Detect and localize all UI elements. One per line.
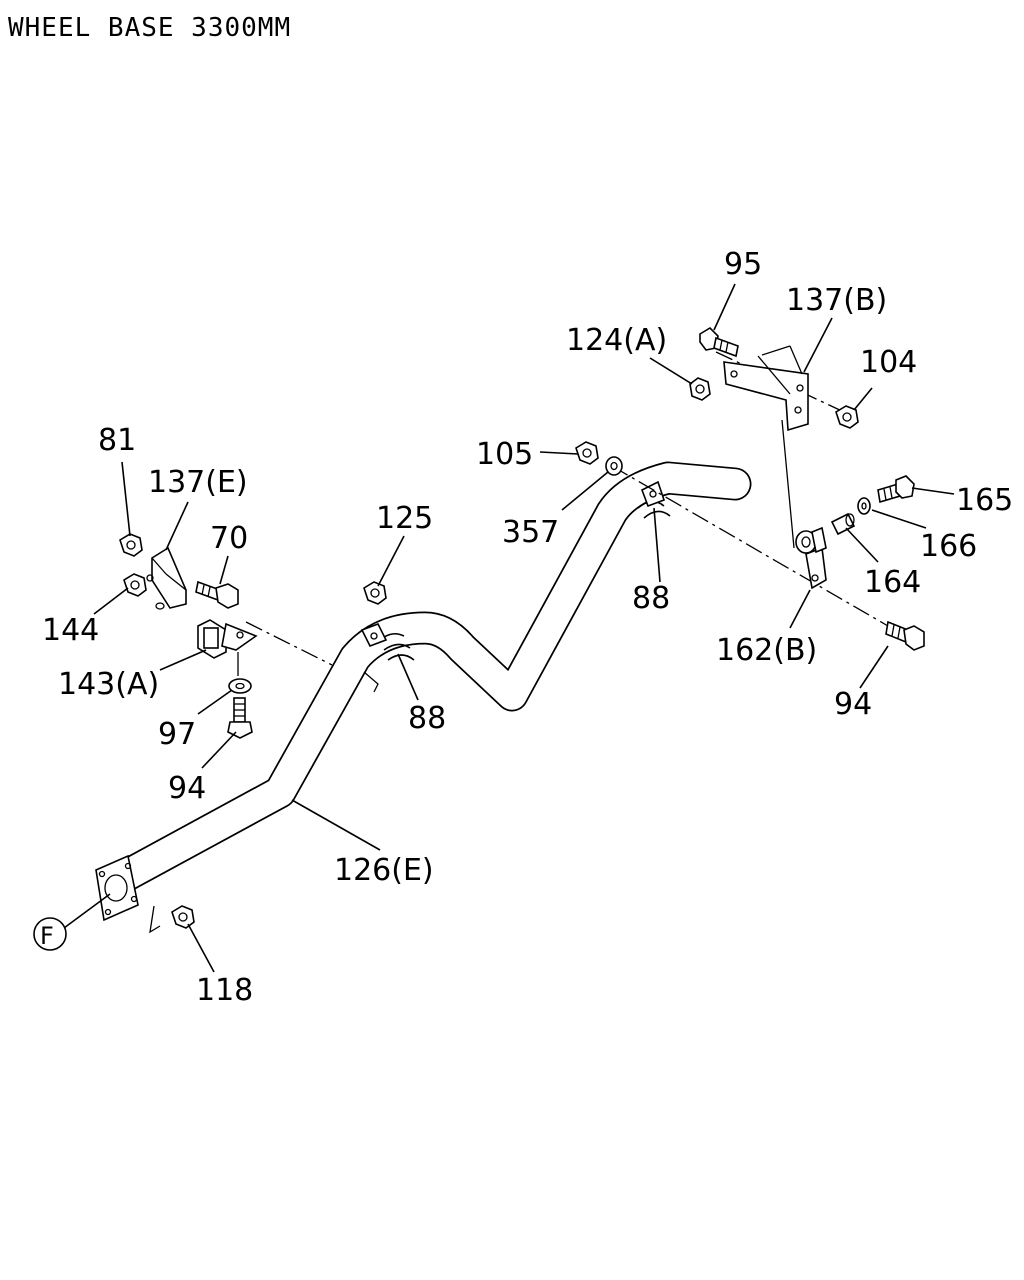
washer-166 bbox=[857, 497, 871, 515]
label-357: 357 bbox=[502, 515, 559, 550]
rubber-hanger-162b bbox=[795, 526, 827, 590]
nut-125 bbox=[363, 581, 387, 605]
nut-81 bbox=[119, 533, 143, 557]
label-164: 164 bbox=[864, 565, 921, 600]
nut-104 bbox=[835, 405, 859, 429]
nut-105 bbox=[575, 441, 599, 465]
nut-118 bbox=[171, 905, 195, 929]
label-137b: 137(B) bbox=[786, 283, 887, 318]
label-118: 118 bbox=[196, 973, 253, 1008]
label-166: 166 bbox=[920, 529, 977, 564]
label-97: 97 bbox=[158, 717, 196, 752]
label-165: 165 bbox=[956, 483, 1013, 518]
label-105: 105 bbox=[476, 437, 533, 472]
label-144: 144 bbox=[42, 613, 99, 648]
bolt-165 bbox=[877, 475, 915, 504]
label-104: 104 bbox=[860, 345, 917, 380]
collar-164 bbox=[830, 512, 856, 536]
label-88-right: 88 bbox=[632, 581, 670, 616]
nut-124a bbox=[689, 377, 711, 401]
label-95: 95 bbox=[724, 247, 762, 282]
label-81: 81 bbox=[98, 423, 136, 458]
diagram-title: WHEEL BASE 3300MM bbox=[8, 13, 291, 43]
label-f: F bbox=[40, 922, 54, 950]
label-137e: 137(E) bbox=[148, 465, 248, 500]
bolt-70 bbox=[195, 580, 239, 609]
assembly-lines bbox=[237, 351, 889, 676]
bolt-94-left bbox=[227, 697, 253, 739]
label-94-left: 94 bbox=[168, 771, 206, 806]
label-126e: 126(E) bbox=[334, 853, 434, 888]
label-124a: 124(A) bbox=[566, 323, 667, 358]
leader-lines bbox=[63, 283, 955, 973]
pipe-clamp-left bbox=[360, 622, 415, 693]
bolt-95 bbox=[699, 326, 739, 358]
reference-f-circle bbox=[33, 917, 67, 951]
label-88-left: 88 bbox=[408, 701, 446, 736]
pipe-flange bbox=[95, 854, 161, 934]
washer-357 bbox=[605, 456, 623, 476]
nut-144 bbox=[123, 573, 147, 597]
washer-97 bbox=[228, 678, 252, 694]
label-162b: 162(B) bbox=[716, 633, 817, 668]
label-125: 125 bbox=[376, 501, 433, 536]
bracket-137b bbox=[723, 345, 809, 432]
label-143a: 143(A) bbox=[58, 667, 159, 702]
rubber-mount-143a bbox=[197, 619, 258, 659]
bracket-137e bbox=[146, 546, 187, 610]
label-70: 70 bbox=[210, 521, 248, 556]
pipe-clamp-right bbox=[637, 480, 671, 519]
bolt-94-right bbox=[885, 620, 925, 651]
part-labels: 95 137(B) 124(A) 104 105 357 88 165 166 … bbox=[40, 247, 1013, 1008]
label-94-right: 94 bbox=[834, 687, 872, 722]
